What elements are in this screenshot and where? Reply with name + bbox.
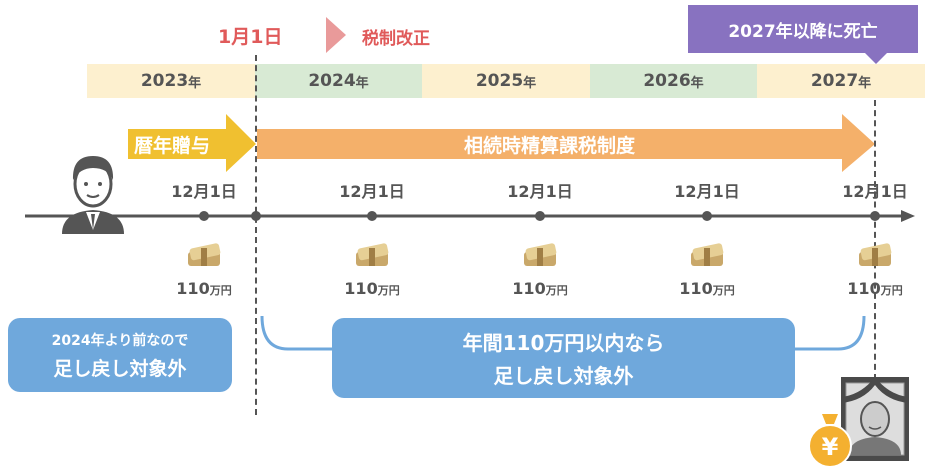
gift-dot (199, 211, 209, 221)
settlement-tax-arrow (257, 114, 875, 172)
date-label: 12月1日 (842, 182, 908, 201)
death-dashed-line (874, 100, 876, 380)
timeline-axis (25, 210, 915, 222)
date-label: 12月1日 (339, 182, 405, 201)
note-within-110: 年間110万円以内なら 足し戻し対象外 (332, 318, 795, 398)
money-bundle-icon (691, 243, 724, 266)
note-before-2024-line1: 2024年より前なので (51, 332, 189, 349)
money-bundle-icon (356, 243, 389, 266)
note-within-110-line1: 年間110万円以内なら (462, 331, 665, 355)
gift-amount: 110万円 (847, 279, 903, 298)
gift-dot (367, 211, 377, 221)
yen-money-bag-icon: ¥ (808, 414, 852, 468)
gift-amount: 110万円 (176, 279, 232, 298)
date-label: 12月1日 (171, 182, 237, 201)
reform-dashed-line (255, 55, 257, 415)
note-before-2024: 2024年より前なので 足し戻し対象外 (8, 318, 232, 392)
date-label: 12月1日 (507, 182, 573, 201)
svg-text:¥: ¥ (822, 433, 839, 461)
gift-amount: 110万円 (344, 279, 400, 298)
triangle-right-icon (326, 17, 346, 53)
date-label: 12月1日 (674, 182, 740, 201)
money-bundle-icon (524, 243, 557, 266)
money-bundle-icon (859, 243, 892, 266)
giver-person-icon (62, 156, 124, 234)
annual-gift-arrow (128, 114, 256, 172)
reform-dot (251, 211, 261, 221)
callout-pointer (864, 52, 888, 64)
gift-dot (535, 211, 545, 221)
money-bundle-icon (188, 243, 221, 266)
annual-gift-label: 暦年贈与 (134, 135, 211, 157)
note-within-110-line2: 足し戻し対象外 (493, 364, 634, 388)
tax-reform-date: 1月1日 (218, 26, 283, 48)
settlement-tax-label: 相続時精算課税制度 (463, 135, 635, 157)
tax-reform-label: 税制改正 (362, 29, 430, 49)
death-note-callout: 2027年以降に死亡 (688, 5, 918, 53)
gift-amount: 110万円 (512, 279, 568, 298)
note-before-2024-line2: 足し戻し対象外 (53, 357, 187, 380)
deceased-portrait-icon (841, 377, 909, 461)
gift-dot (870, 211, 880, 221)
gift-dot (702, 211, 712, 221)
death-note-text: 2027年以降に死亡 (728, 21, 878, 42)
gift-amount: 110万円 (679, 279, 735, 298)
